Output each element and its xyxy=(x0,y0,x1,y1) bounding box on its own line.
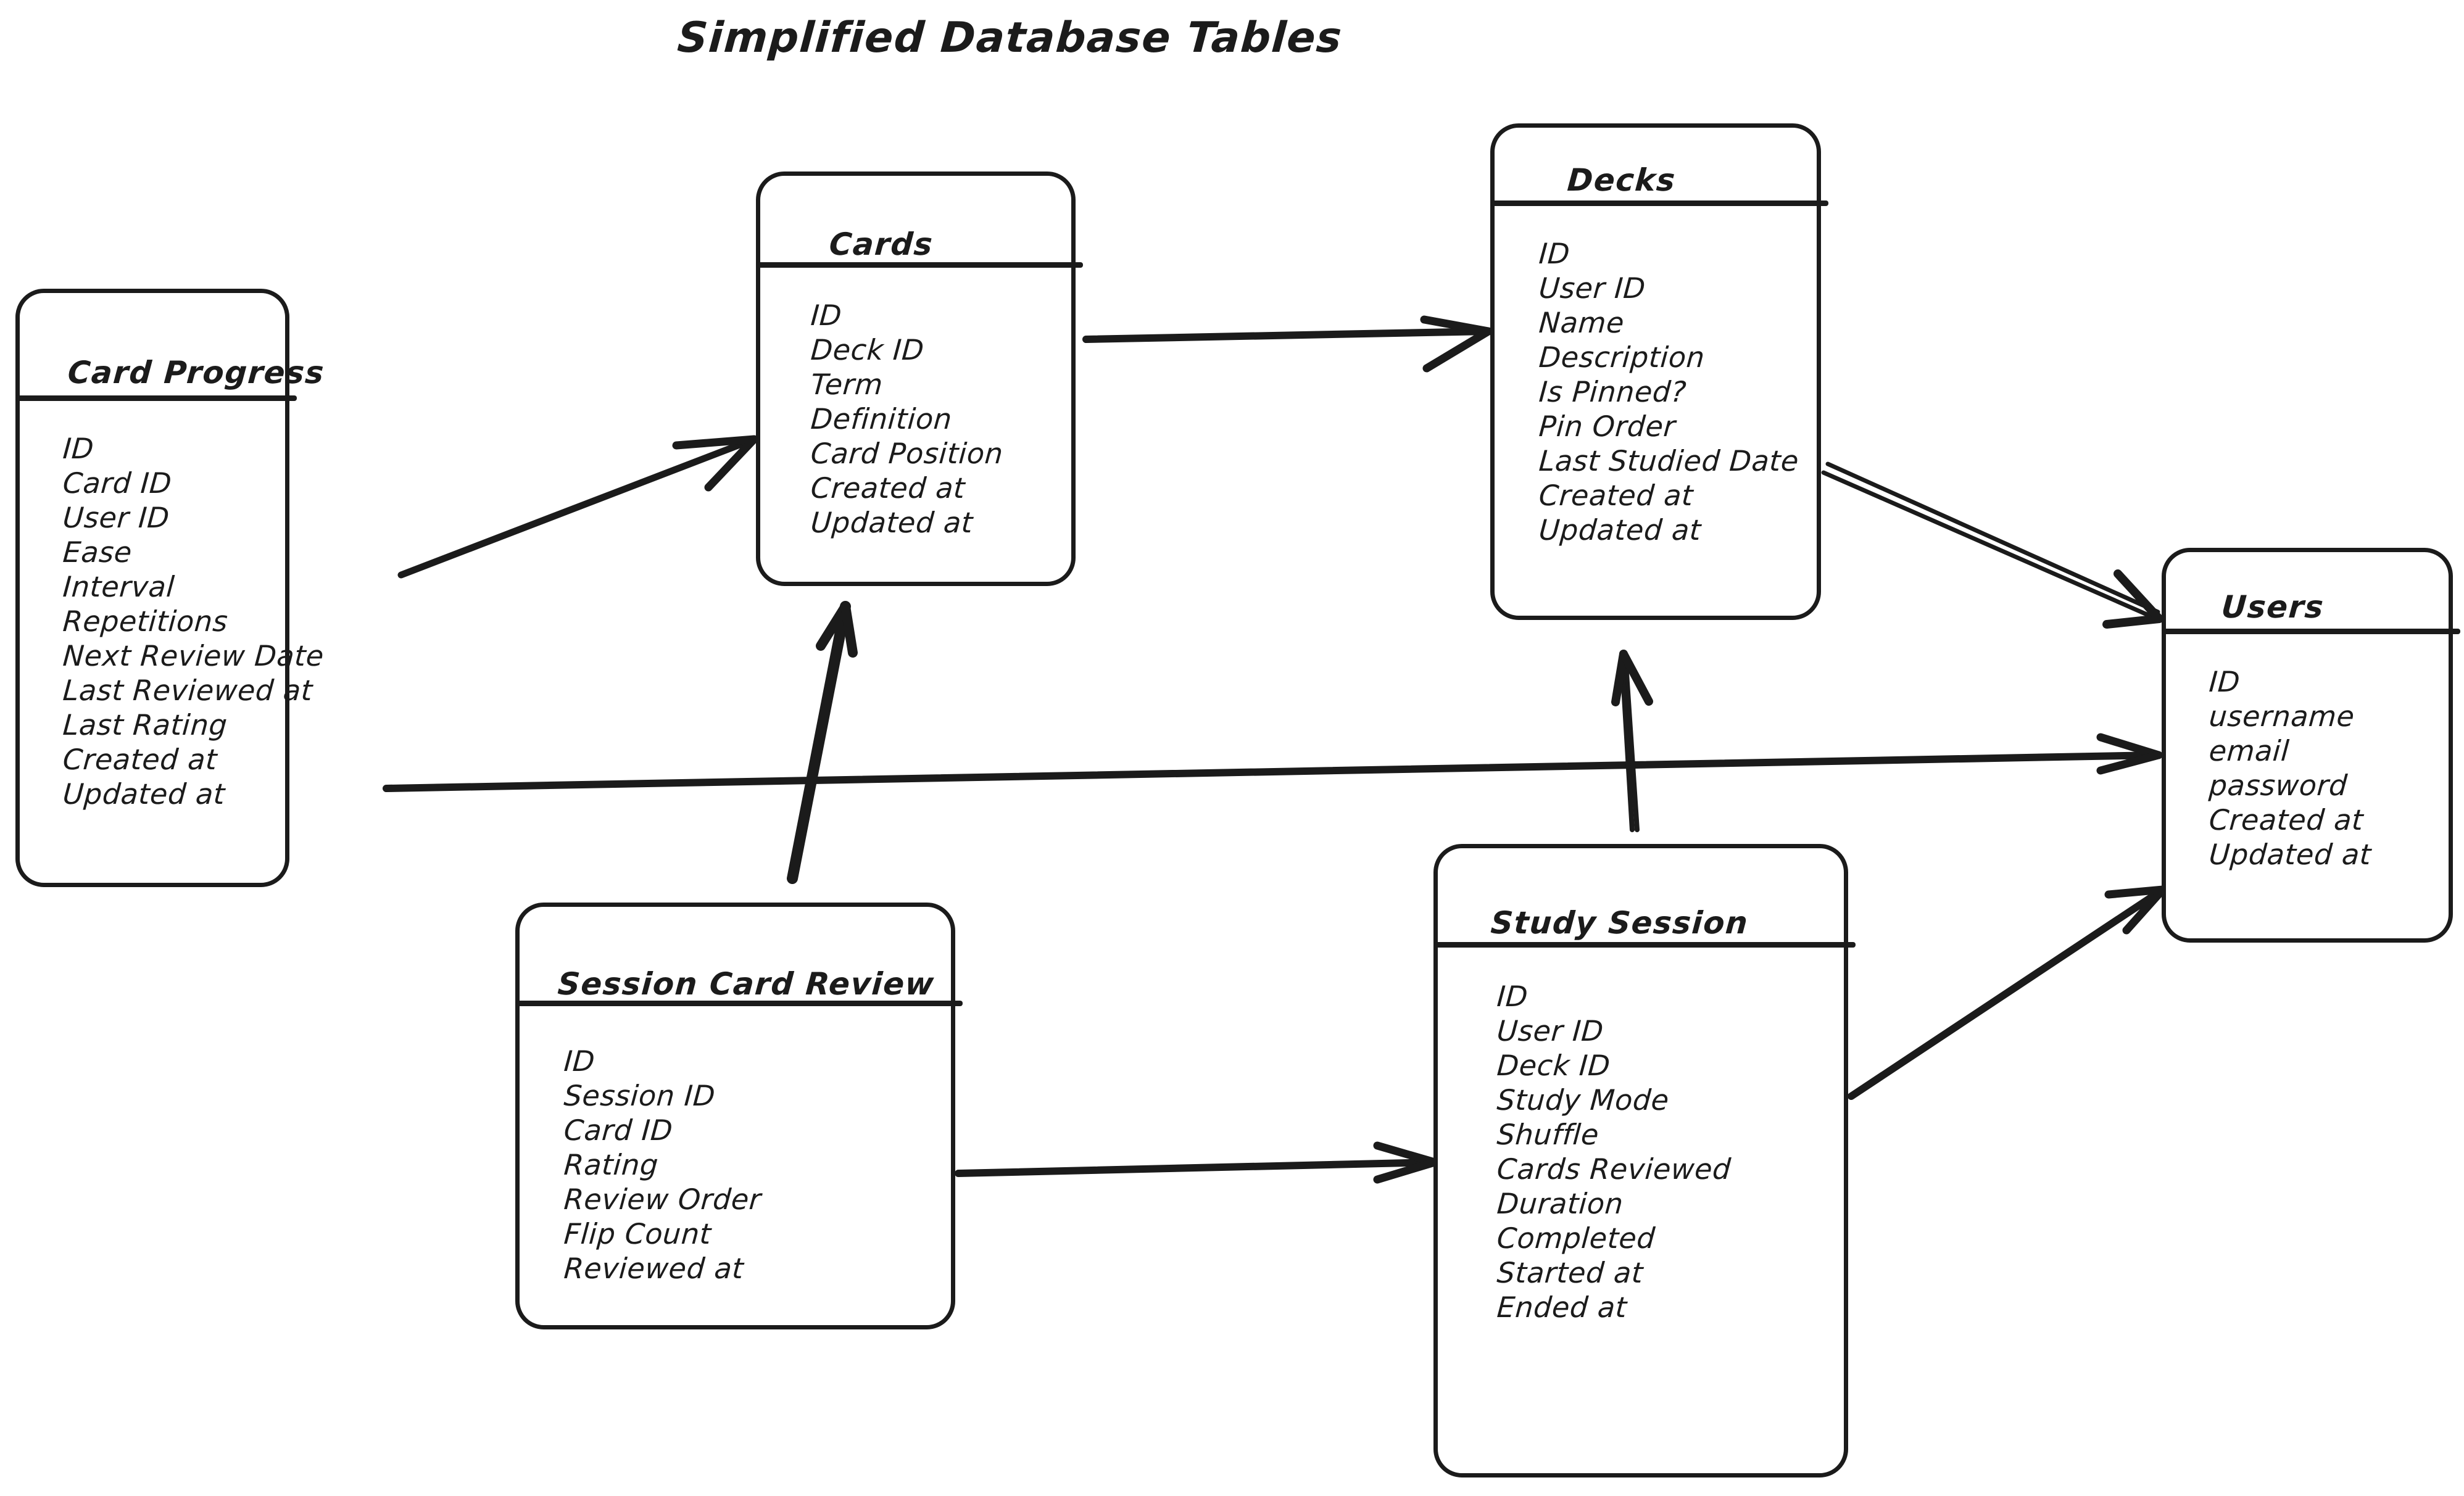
table-title-study-session: Study Session xyxy=(1489,905,1750,941)
arrow-study-session-to-decks xyxy=(1611,650,1653,832)
field-item: Rating xyxy=(563,1148,660,1181)
field-item: Session ID xyxy=(563,1079,717,1112)
field-list-cards: ID Deck ID Term Definition Card Position… xyxy=(810,298,1005,540)
field-item: Last Studied Date xyxy=(1538,444,1800,477)
table-divider-decks xyxy=(1490,200,1828,206)
table-title-cards: Cards xyxy=(828,226,935,262)
field-item: Description xyxy=(1538,341,1706,374)
field-item: Card Position xyxy=(810,437,1005,470)
field-item: Completed xyxy=(1496,1221,1657,1255)
field-item: Created at xyxy=(1538,479,1695,512)
field-item: Flip Count xyxy=(563,1217,713,1250)
field-item: ID xyxy=(1538,237,1572,270)
field-item: Cards Reviewed xyxy=(1496,1152,1732,1186)
field-item: Pin Order xyxy=(1538,410,1677,443)
table-title-card-progress: Card Progress xyxy=(66,355,326,391)
field-item: User ID xyxy=(1496,1014,1605,1048)
field-item: Deck ID xyxy=(1496,1049,1612,1082)
field-item: Review Order xyxy=(563,1183,763,1216)
field-item: Definition xyxy=(810,402,953,436)
arrow-session-card-review-to-cards xyxy=(787,601,858,884)
arrow-cards-to-decks xyxy=(1082,315,1493,373)
table-session-card-review[interactable]: Session Card Review ID Session ID Card I… xyxy=(515,903,963,1329)
field-item: Shuffle xyxy=(1496,1118,1601,1151)
table-divider-users xyxy=(2162,629,2460,634)
field-item: Updated at xyxy=(62,777,226,811)
arrow-card-progress-to-users xyxy=(383,733,2163,792)
field-item: User ID xyxy=(62,501,171,534)
field-item: password xyxy=(2208,769,2349,802)
table-card-progress[interactable]: Card Progress ID Card ID User ID Ease In… xyxy=(15,289,326,887)
field-item: Card ID xyxy=(563,1114,674,1147)
field-item: Ended at xyxy=(1496,1291,1628,1324)
field-item: Created at xyxy=(2208,803,2365,837)
field-item: Last Rating xyxy=(62,708,229,742)
field-list-card-progress: ID Card ID User ID Ease Interval Repetit… xyxy=(62,431,325,811)
table-users[interactable]: Users ID username email password Created… xyxy=(2162,548,2460,943)
field-item: ID xyxy=(1496,980,1530,1013)
arrow-study-session-to-users xyxy=(1848,885,2167,1100)
field-item: ID xyxy=(563,1044,597,1078)
field-item: Name xyxy=(1538,306,1625,339)
field-item: Updated at xyxy=(2208,838,2373,871)
table-title-users: Users xyxy=(2220,589,2326,625)
field-item: ID xyxy=(2208,665,2242,698)
field-item: Is Pinned? xyxy=(1538,375,1688,408)
field-list-decks: ID User ID Name Description Is Pinned? P… xyxy=(1538,236,1800,547)
arrow-card-progress-to-cards xyxy=(397,435,758,579)
field-item: Ease xyxy=(62,535,133,569)
table-divider-study-session xyxy=(1433,942,1856,948)
table-divider-session-card-review xyxy=(515,1001,963,1006)
field-item: Updated at xyxy=(810,506,974,539)
table-divider-card-progress xyxy=(15,395,297,401)
field-item: User ID xyxy=(1538,271,1647,305)
field-item: ID xyxy=(62,432,96,465)
table-divider-cards xyxy=(756,262,1083,268)
table-study-session[interactable]: Study Session ID User ID Deck ID Study M… xyxy=(1433,844,1856,1477)
field-item: Created at xyxy=(62,743,218,776)
table-cards[interactable]: Cards ID Deck ID Term Definition Card Po… xyxy=(756,172,1083,586)
field-item: Repetitions xyxy=(62,605,230,638)
field-item: username xyxy=(2208,700,2356,733)
field-item: Term xyxy=(810,368,884,401)
field-item: Created at xyxy=(810,471,966,505)
field-item: Updated at xyxy=(1538,513,1703,547)
field-item: Deck ID xyxy=(810,333,926,366)
arrow-decks-to-users xyxy=(1821,461,2163,629)
field-item: Interval xyxy=(62,570,176,603)
field-item: Last Reviewed at xyxy=(62,674,314,707)
field-list-users: ID username email password Created at Up… xyxy=(2208,664,2373,872)
table-title-session-card-review: Session Card Review xyxy=(556,966,936,1002)
field-list-study-session: ID User ID Deck ID Study Mode Shuffle Ca… xyxy=(1496,979,1732,1324)
field-item: email xyxy=(2208,734,2291,767)
field-item: Duration xyxy=(1496,1187,1625,1220)
diagram-title: Simplified Database Tables xyxy=(676,14,1344,62)
table-title-decks: Decks xyxy=(1566,162,1677,198)
field-item: Started at xyxy=(1496,1256,1645,1289)
field-item: Reviewed at xyxy=(563,1252,745,1285)
field-list-session-card-review: ID Session ID Card ID Rating Review Orde… xyxy=(563,1044,763,1286)
table-decks[interactable]: Decks ID User ID Name Description Is Pin… xyxy=(1490,123,1828,620)
field-item: Next Review Date xyxy=(62,639,325,672)
field-item: Study Mode xyxy=(1496,1083,1670,1117)
field-item: Card ID xyxy=(62,466,173,500)
arrow-session-card-review-to-study-session xyxy=(955,1141,1439,1184)
field-item: ID xyxy=(810,299,844,332)
